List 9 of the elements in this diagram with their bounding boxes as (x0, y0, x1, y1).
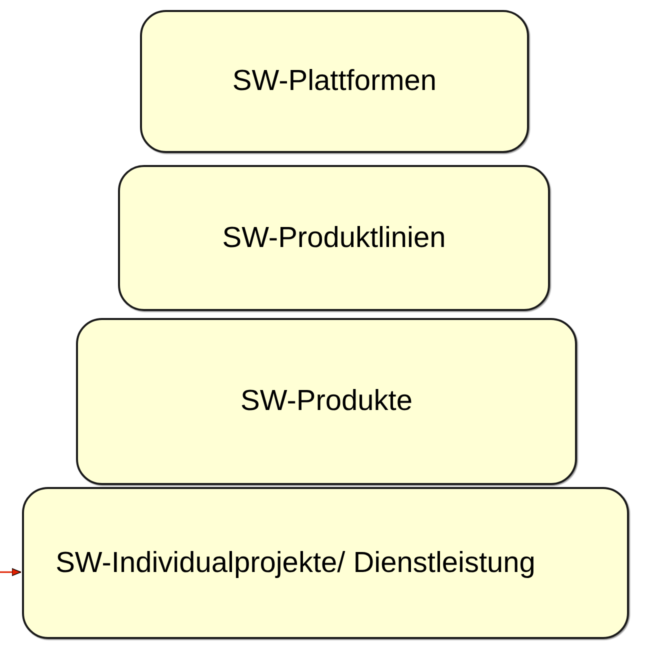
box-label: SW-Produkte (240, 386, 412, 417)
rounded-box (118, 165, 550, 311)
rounded-box (22, 487, 629, 639)
box-label: SW-Plattformen (232, 66, 437, 97)
rounded-box (76, 318, 577, 485)
rounded-box (140, 10, 529, 153)
arrow (0, 568, 22, 576)
box-label: SW-Individualprojekte/ Dienstleistung (56, 548, 536, 578)
box-label: SW-Produktlinien (222, 222, 446, 254)
